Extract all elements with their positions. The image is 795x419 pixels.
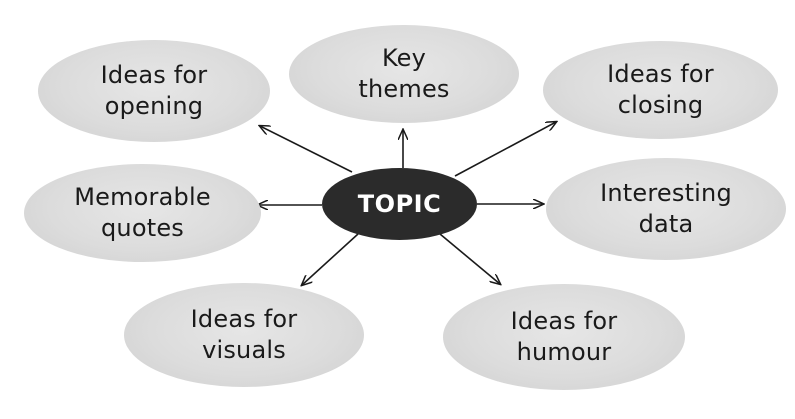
node-label: Interesting data	[600, 178, 732, 240]
node-label-line: Ideas for	[607, 60, 714, 88]
node-key-themes: Key themes	[289, 25, 519, 123]
arrow-to-closing	[454, 122, 556, 177]
node-memorable-quotes: Memorable quotes	[24, 164, 261, 262]
node-label-line: Ideas for	[100, 61, 208, 89]
node-label-line: quotes	[100, 214, 184, 242]
node-label-line: Key	[381, 44, 427, 72]
node-label: Memorable quotes	[74, 182, 211, 244]
arrow-to-opening	[260, 126, 353, 173]
node-label-line: Ideas for	[190, 305, 298, 333]
node-label: Ideas for visuals	[191, 304, 298, 366]
node-label: Ideas for closing	[607, 59, 714, 121]
node-interesting-data: Interesting data	[546, 158, 786, 260]
node-label-line: data	[638, 210, 694, 238]
node-label-line: themes	[358, 75, 450, 103]
node-label-line: Interesting	[600, 179, 732, 207]
node-label-line: Ideas for	[510, 307, 618, 335]
arrow-to-visuals	[302, 233, 359, 285]
node-label: Ideas for opening	[101, 60, 208, 122]
node-label-line: closing	[617, 91, 704, 119]
node-ideas-for-closing: Ideas for closing	[543, 41, 778, 139]
node-label-line: visuals	[202, 336, 286, 364]
center-topic-node: TOPIC	[322, 168, 477, 240]
arrow-to-humour	[439, 233, 500, 284]
node-ideas-for-opening: Ideas for opening	[38, 40, 270, 142]
node-label-line: opening	[104, 92, 204, 120]
node-label: Ideas for humour	[511, 306, 618, 368]
node-ideas-for-visuals: Ideas for visuals	[124, 283, 364, 387]
center-topic-label: TOPIC	[357, 190, 442, 218]
node-label: Key themes	[358, 43, 449, 105]
node-label-line: humour	[516, 338, 612, 366]
node-label-line: Memorable	[74, 183, 211, 211]
node-ideas-for-humour: Ideas for humour	[443, 284, 685, 390]
